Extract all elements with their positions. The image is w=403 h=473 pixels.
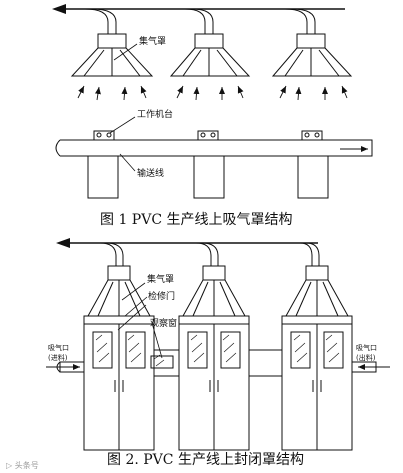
fig1-duct-1b [91, 8, 117, 34]
fig1-duct-2 [184, 8, 206, 34]
fig1-duct-2b [191, 8, 214, 34]
fig1-suction-arrows [77, 85, 348, 101]
fig1-leader-hood [113, 43, 138, 61]
fig1-duct-3 [284, 8, 308, 34]
fig1-exhaust-arrow-icon [52, 4, 66, 14]
fig1-label-hood: 集气罩 [139, 35, 166, 47]
fig1-label-conveyor: 输送线 [137, 167, 164, 179]
fig2-window-hatch [95, 334, 340, 363]
fig2-label-access-door: 检修门 [148, 290, 175, 302]
fig2-enclosure-1 [83, 265, 155, 451]
figure-1 [52, 4, 373, 199]
fig1-leader-conveyor [119, 153, 136, 172]
fig2-exhaust-arrow-icon [56, 238, 70, 248]
fig2-label-inlet-left: 吸气口 [48, 343, 69, 352]
fig2-tunnels [56, 349, 377, 377]
fig1-hood-2 [169, 33, 251, 77]
fig1-work-heads [93, 130, 323, 141]
fig1-hood-1 [70, 33, 154, 77]
fig1-label-machine-head: 工作机台 [137, 108, 173, 120]
fig2-caption: 图 2. PVC 生产线上封闭罩结构 [107, 452, 304, 468]
fig1-conveyor [55, 139, 373, 157]
fig1-hood-3 [271, 33, 353, 77]
watermark: ▷ 头条号 [6, 460, 39, 470]
fig1-caption: 图 1 PVC 生产线上吸气罩结构 [100, 212, 293, 228]
fig2-label-inlet-right-sub: (出料) [356, 353, 376, 362]
fig2-label-inlet-right: 吸气口 [356, 343, 377, 352]
fig1-pedestals [87, 155, 329, 199]
fig2-enclosure-2 [178, 265, 250, 451]
fig2-label-hood: 集气罩 [147, 273, 174, 285]
fig2-enclosure-3 [281, 265, 353, 451]
fig2-label-window: 观察窗 [150, 317, 177, 329]
figure-2 [46, 238, 390, 451]
fig1-duct-3b [291, 8, 316, 34]
fig2-label-inlet-left-sub: (进料) [48, 353, 68, 362]
fig1-leader-head [109, 116, 136, 134]
fig1-duct-1 [84, 8, 109, 34]
